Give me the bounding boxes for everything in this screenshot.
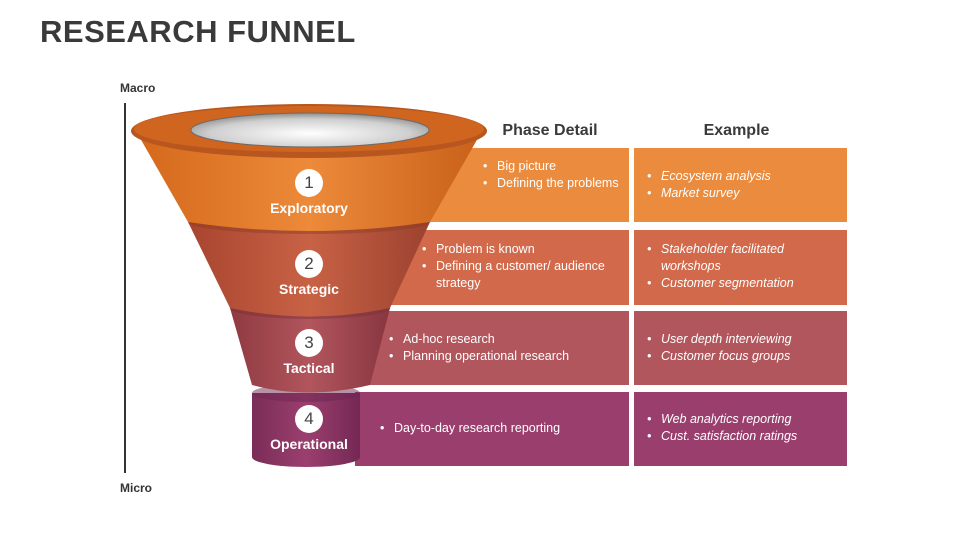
- stage-label-1: Exploratory: [270, 200, 348, 216]
- stage-label-2: Strategic: [279, 281, 339, 297]
- phase-cell-4: Day-to-day research reporting: [355, 392, 629, 466]
- stage-label-4: Operational: [270, 436, 348, 452]
- phase-detail-header: Phase Detail: [502, 122, 598, 139]
- phase-item: Day-to-day research reporting: [377, 420, 621, 437]
- example-cell-1: Ecosystem analysis Market survey: [634, 148, 847, 222]
- example-item: Cust. satisfaction ratings: [644, 428, 839, 445]
- phase-item: Ad-hoc research: [386, 331, 621, 348]
- example-item: Ecosystem analysis: [644, 168, 839, 185]
- example-cell-4: Web analytics reporting Cust. satisfacti…: [634, 392, 847, 466]
- stage-number-1: 1: [295, 169, 323, 197]
- stage-number-2: 2: [295, 250, 323, 278]
- example-item: Stakeholder facilitated workshops: [644, 241, 839, 275]
- example-item: Web analytics reporting: [644, 411, 839, 428]
- phase-item: Problem is known: [419, 241, 621, 258]
- stage-number-4: 4: [295, 405, 323, 433]
- stage-number-3: 3: [295, 329, 323, 357]
- example-item: Customer focus groups: [644, 348, 839, 365]
- example-header: Example: [703, 122, 770, 139]
- axis-label-macro: Macro: [120, 81, 156, 95]
- example-cell-3: User depth interviewing Customer focus g…: [634, 311, 847, 385]
- axis-line: [124, 103, 126, 473]
- example-item: User depth interviewing: [644, 331, 839, 348]
- phase-cell-3: Ad-hoc research Planning operational res…: [360, 311, 629, 385]
- example-item: Market survey: [644, 185, 839, 202]
- example-cell-2: Stakeholder facilitated workshops Custom…: [634, 230, 847, 305]
- phase-item: Planning operational research: [386, 348, 621, 365]
- example-item: Customer segmentation: [644, 275, 839, 292]
- page-title: RESEARCH FUNNEL: [40, 14, 356, 49]
- phase-item: Big picture: [480, 158, 621, 175]
- phase-item: Defining the problems: [480, 175, 621, 192]
- phase-item: Defining a customer/ audience strategy: [419, 258, 621, 292]
- axis-label-micro: Micro: [120, 481, 153, 495]
- stage-label-3: Tactical: [283, 360, 335, 376]
